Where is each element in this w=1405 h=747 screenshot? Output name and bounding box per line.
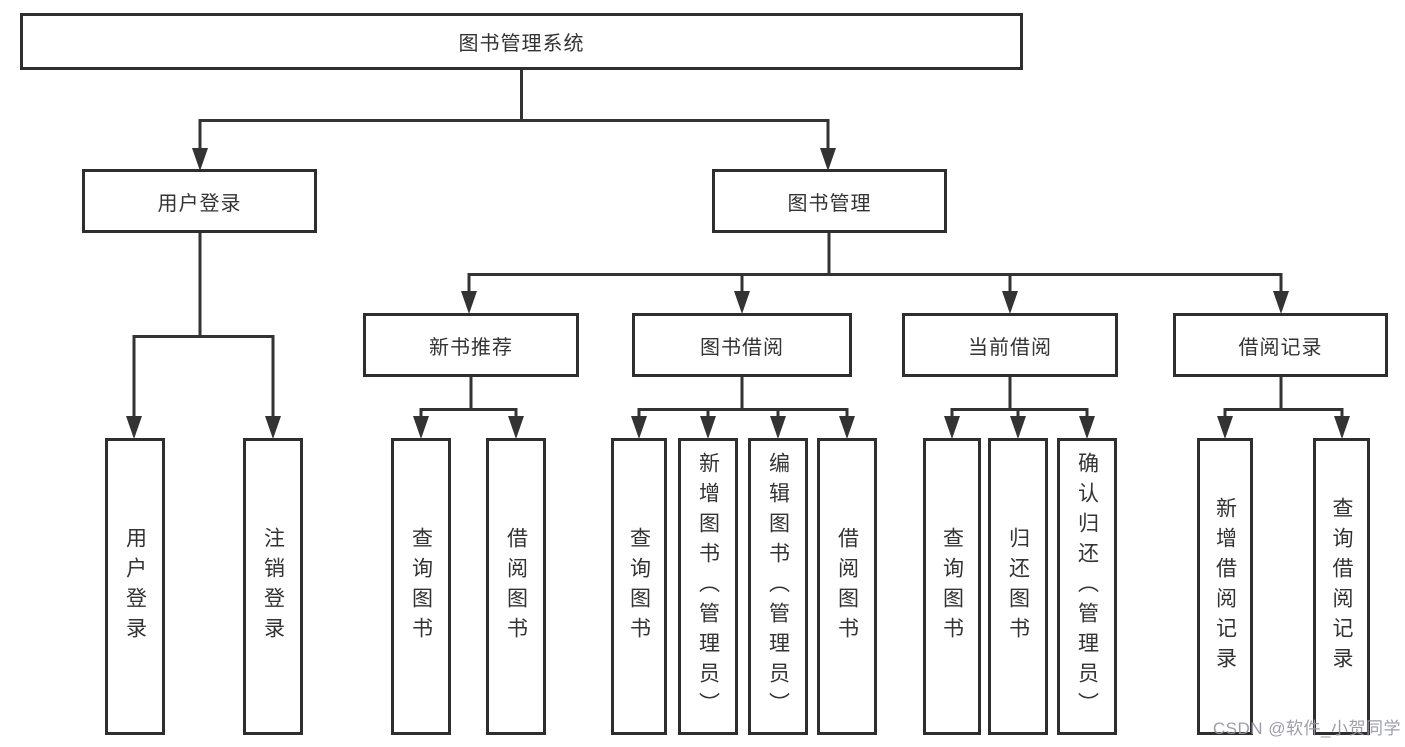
leaf-query-books-recommend: 查询图书 — [391, 438, 451, 735]
leaf-add-borrow-record: 新增借阅记录 — [1197, 438, 1253, 735]
node-borrow-records-label: 借阅记录 — [1238, 336, 1323, 359]
leaf-add-books-admin-label: 新增图书（管理员） — [696, 451, 720, 722]
connector-book-management-children — [461, 233, 1289, 314]
leaf-query-borrow-record-label: 查询借阅记录 — [1330, 496, 1353, 677]
leaf-add-books-admin: 新增图书（管理员） — [678, 438, 738, 735]
leaf-user-login-label: 用户登录 — [123, 526, 147, 647]
leaf-borrow-books: 借阅图书 — [817, 438, 877, 735]
leaf-logout-label: 注销登录 — [261, 526, 285, 647]
leaf-borrow-books-label: 借阅图书 — [835, 526, 859, 647]
leaf-confirm-return-admin-label: 确认归还（管理员） — [1075, 451, 1099, 722]
node-new-book-recommend: 新书推荐 — [363, 313, 579, 377]
node-book-management-label: 图书管理 — [787, 192, 872, 215]
leaf-edit-books-admin-label: 编辑图书（管理员） — [766, 451, 790, 722]
node-root-label: 图书管理系统 — [458, 33, 585, 55]
connector-new-book-children — [413, 377, 524, 439]
node-new-book-recommend-label: 新书推荐 — [429, 336, 513, 359]
connector-book-borrow-children — [631, 377, 855, 439]
leaf-edit-books-admin: 编辑图书（管理员） — [748, 438, 808, 735]
node-current-borrow-label: 当前借阅 — [968, 336, 1052, 359]
node-book-borrow: 图书借阅 — [632, 313, 852, 377]
node-user-login-label: 用户登录 — [157, 192, 242, 215]
node-current-borrow: 当前借阅 — [902, 313, 1118, 377]
node-book-management: 图书管理 — [712, 169, 947, 233]
leaf-query-borrow-record: 查询借阅记录 — [1313, 438, 1370, 735]
leaf-query-books-recommend-label: 查询图书 — [409, 526, 433, 647]
leaf-add-borrow-record-label: 新增借阅记录 — [1213, 496, 1237, 677]
watermark: CSDN @软件_小贺同学 — [1212, 719, 1401, 738]
node-book-borrow-label: 图书借阅 — [700, 336, 784, 359]
leaf-query-books-borrow-label: 查询图书 — [627, 526, 651, 647]
leaf-borrow-books-recommend: 借阅图书 — [486, 438, 546, 735]
leaf-borrow-books-recommend-label: 借阅图书 — [504, 526, 528, 647]
node-borrow-records: 借阅记录 — [1173, 313, 1388, 377]
leaf-query-books-current-label: 查询图书 — [940, 526, 964, 647]
leaf-return-books-label: 归还图书 — [1006, 526, 1030, 647]
leaf-logout: 注销登录 — [243, 438, 303, 735]
connector-current-borrow-children — [944, 377, 1095, 439]
node-root: 图书管理系统 — [20, 13, 1023, 70]
leaf-user-login: 用户登录 — [105, 438, 165, 735]
leaf-return-books: 归还图书 — [988, 438, 1048, 735]
leaf-query-books-borrow: 查询图书 — [611, 438, 667, 735]
connector-borrow-records-children — [1217, 377, 1350, 439]
leaf-confirm-return-admin: 确认归还（管理员） — [1057, 438, 1117, 735]
leaf-query-books-current: 查询图书 — [923, 438, 981, 735]
connector-user-login-children — [126, 233, 281, 439]
node-user-login: 用户登录 — [82, 169, 317, 233]
connector-root-to-level2 — [192, 70, 836, 171]
